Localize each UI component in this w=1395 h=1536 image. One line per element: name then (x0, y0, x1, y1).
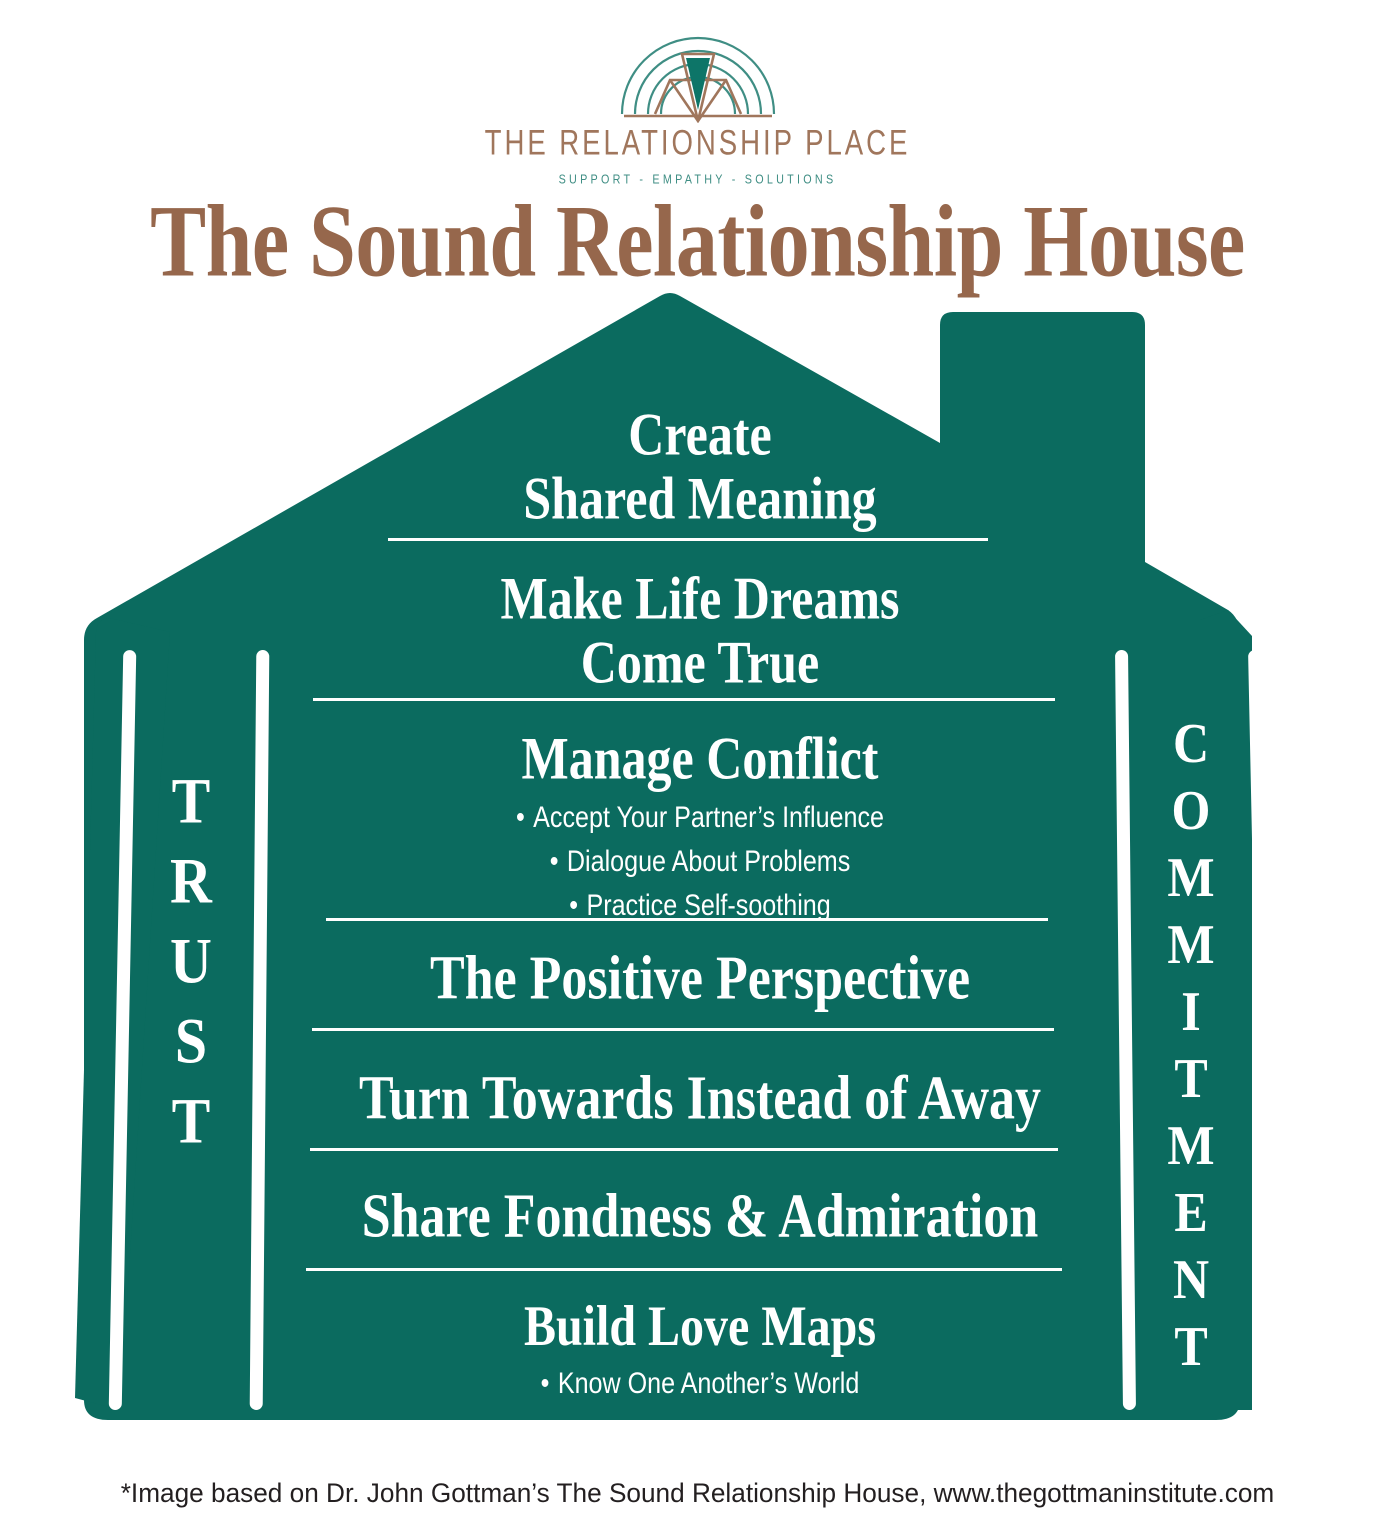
brand-logo: THE RELATIONSHIP PLACE SUPPORT - EMPATHY… (0, 18, 1395, 187)
trust-pillar-left-bar (108, 650, 137, 1410)
logo-tagline: SUPPORT - EMPATHY - SOLUTIONS (558, 171, 837, 187)
sound-relationship-house-shape (75, 293, 1277, 1420)
logo-wordmark: THE RELATIONSHIP PLACE (484, 123, 911, 163)
commitment-pillar-right-bar (1248, 650, 1277, 1410)
house-silhouette (84, 293, 1240, 1420)
art-deco-arc-triangle-logo-icon (620, 36, 775, 123)
page-title: The Sound Relationship House (150, 185, 1245, 299)
house-right-eave (1200, 610, 1252, 1410)
house-graphic (0, 280, 1395, 1450)
commitment-pillar-left-bar (1115, 650, 1136, 1410)
logo-triangle-fill (685, 58, 710, 110)
trust-pillar-right-bar (249, 650, 270, 1410)
source-footnote: *Image based on Dr. John Gottman’s The S… (120, 1478, 1275, 1508)
